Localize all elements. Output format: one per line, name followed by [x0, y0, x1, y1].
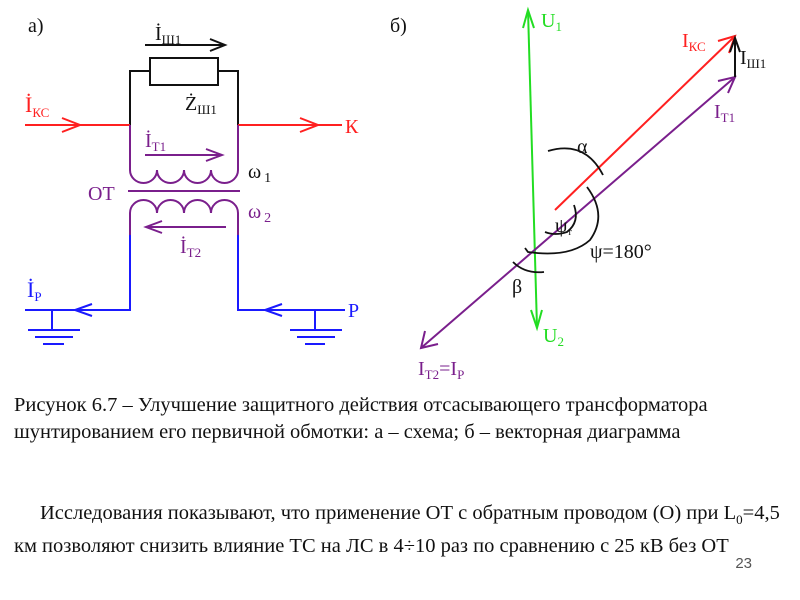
label-alpha: α — [577, 136, 588, 158]
label-p: Р — [348, 300, 359, 322]
label-ikc-vec: IКС — [682, 30, 706, 54]
label-psi: ψ=180° — [590, 241, 652, 263]
figure-caption: Рисунок 6.7 – Улучшение защитного действ… — [14, 394, 708, 443]
label-it2-ip: IТ2=IР — [418, 358, 464, 382]
circuit-schematic: а) — [25, 15, 359, 345]
label-u1: U1 — [541, 10, 562, 34]
vector-u — [522, 6, 543, 332]
vector-diagram: б) U1 U2 IКС IШ1 — [390, 6, 766, 382]
figure: а) — [25, 6, 766, 382]
label-ish1-vec: IШ1 — [740, 47, 766, 71]
vector-ish1 — [729, 35, 741, 77]
label-i-t2: İТ2 — [180, 235, 201, 260]
label-ot: ОТ — [88, 183, 115, 205]
label-psi-t: ψт — [555, 215, 573, 238]
label-it1-vec: IТ1 — [714, 101, 735, 125]
body-paragraph: Исследования показывают, что применение … — [14, 502, 780, 558]
vector-ikc — [554, 34, 737, 211]
page-number: 23 — [735, 555, 752, 572]
primary-winding — [128, 125, 240, 235]
shunt-impedance — [149, 57, 219, 86]
label-i-p: İР — [27, 277, 42, 304]
label-i-sh1: İШ1 — [155, 22, 181, 47]
label-i-t1: İТ1 — [145, 129, 166, 154]
label-u2: U2 — [543, 325, 564, 349]
vector-it — [419, 75, 737, 350]
label-b: б) — [390, 15, 407, 37]
label-i-kc: İКС — [25, 92, 49, 120]
label-z-sh1: ŻШ1 — [185, 92, 217, 117]
angle-arcs — [512, 147, 604, 274]
label-beta: β — [512, 276, 522, 298]
label-k: К — [345, 116, 359, 138]
label-a: а) — [28, 15, 44, 37]
rail-circuit — [25, 235, 345, 345]
